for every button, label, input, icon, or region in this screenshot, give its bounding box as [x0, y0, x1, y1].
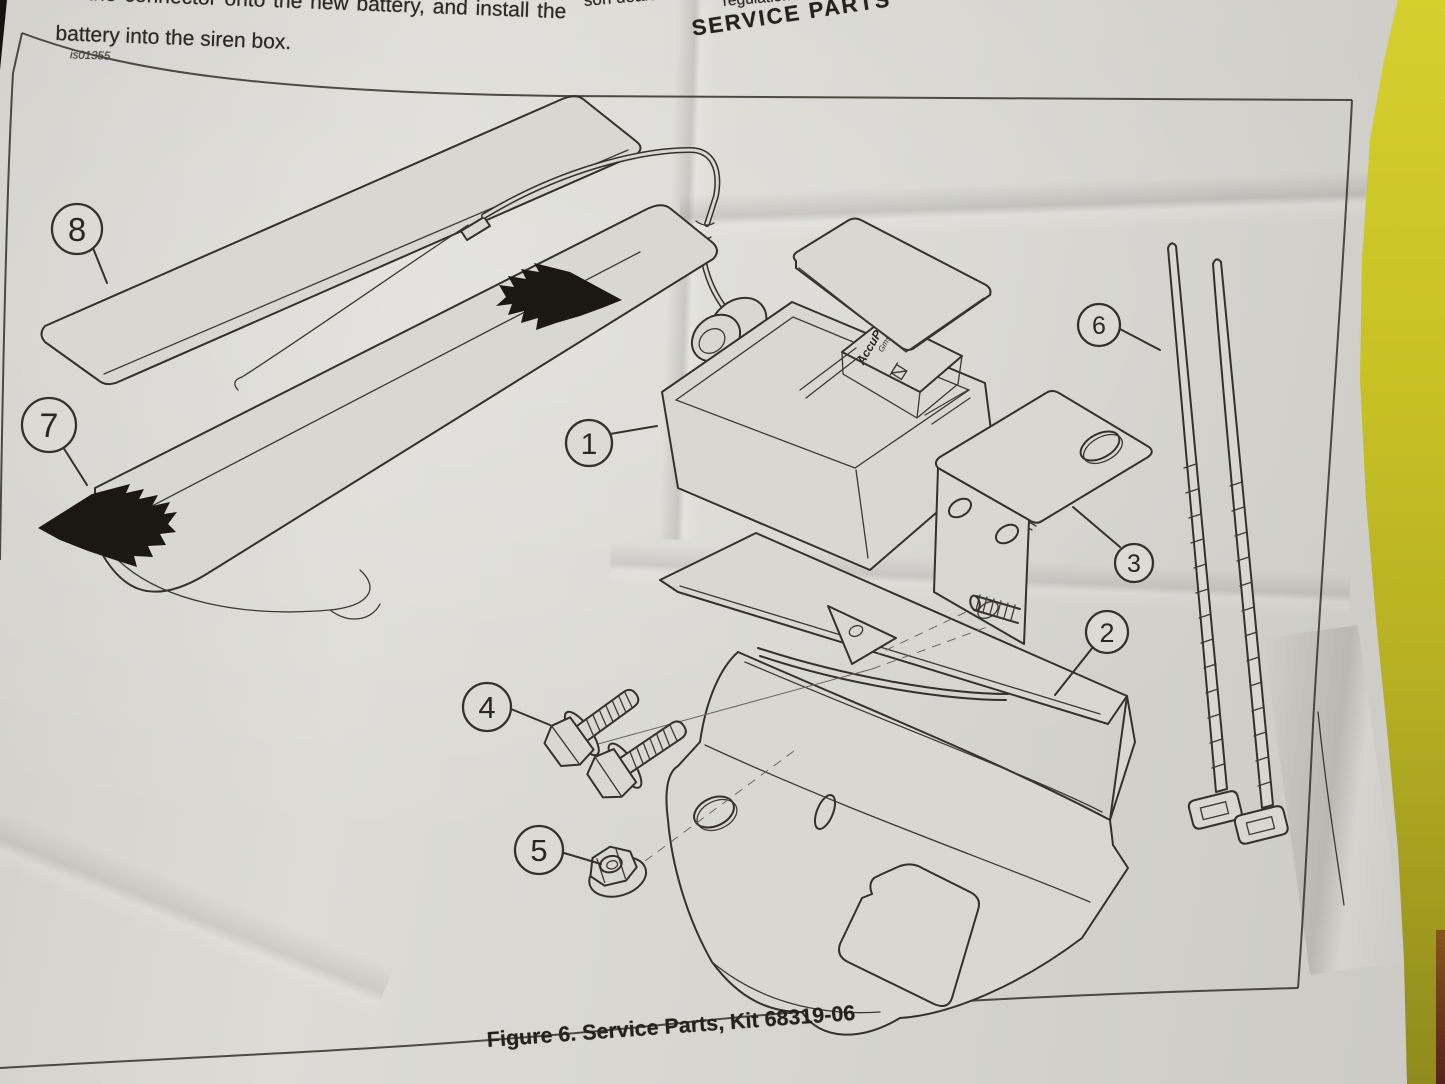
part-bolt-1	[543, 688, 640, 767]
callout-number: 4	[478, 690, 495, 725]
callout-1: 1	[564, 418, 658, 468]
callout-3: 3	[1072, 506, 1155, 584]
callout-5: 5	[513, 824, 602, 876]
callout-number: 5	[530, 833, 547, 868]
callout-6: 6	[1076, 302, 1161, 351]
arrow-left-mark	[38, 484, 177, 567]
callout-number: 3	[1127, 550, 1141, 578]
part-cable-tie-1	[1167, 242, 1243, 830]
module-lid	[792, 217, 992, 353]
bracket-stud	[969, 594, 1021, 624]
assembly-axis-lines	[597, 611, 991, 862]
part-nut	[588, 845, 648, 898]
part-bracket-3	[933, 390, 1153, 645]
callout-7: 7	[20, 396, 88, 486]
dark-red-edge	[1436, 930, 1445, 1084]
arrow-right-mark	[496, 263, 622, 330]
callout-number: 2	[1099, 618, 1114, 648]
part-bolt-2	[586, 720, 687, 799]
callout-number: 7	[40, 407, 59, 445]
battery-disposal-icon	[889, 362, 908, 381]
callout-8: 8	[50, 202, 108, 284]
part-bracket-2	[659, 532, 1136, 1036]
figure-frame	[0, 32, 1353, 1069]
callout-number: 6	[1092, 312, 1106, 340]
callout-4: 4	[461, 681, 551, 733]
callout-number: 1	[581, 428, 598, 461]
cable-tie-head	[1233, 805, 1289, 845]
part-cable-tie-2	[1212, 258, 1289, 845]
drawing-id-label: is01355	[69, 49, 111, 63]
callout-number: 8	[68, 211, 86, 248]
callout-2: 2	[1054, 609, 1130, 696]
